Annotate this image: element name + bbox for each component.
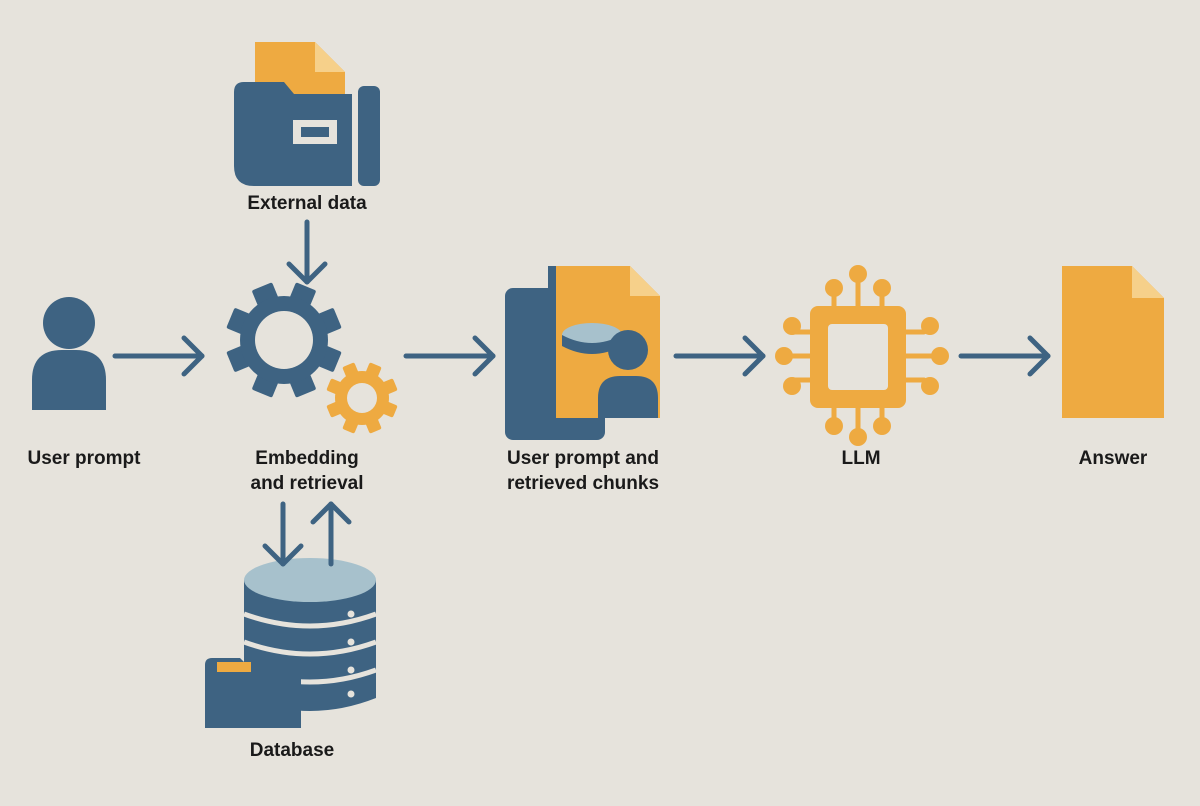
augmented-prompt-label-line1: User prompt and xyxy=(506,448,660,469)
embedding-label-line1: Embedding xyxy=(255,448,359,469)
folder-icon xyxy=(234,42,380,186)
document-user-icon xyxy=(505,266,660,440)
database-icon xyxy=(205,558,377,728)
arrow-external-to-embedding xyxy=(286,219,328,285)
document-icon xyxy=(1062,266,1164,418)
gears-icon xyxy=(226,282,398,434)
llm-label: LLM xyxy=(841,448,881,469)
answer-label: Answer xyxy=(1078,448,1148,469)
user-icon xyxy=(32,297,106,410)
chip-body xyxy=(775,265,949,446)
embedding-label: Embedding and retrieval xyxy=(251,446,364,496)
arrow-database-to-embedding xyxy=(310,501,352,567)
embedding-label-line2: and retrieval xyxy=(250,473,364,494)
augmented-prompt-label: User prompt and retrieved chunks xyxy=(507,446,659,496)
arrow-user-to-embedding xyxy=(112,335,205,377)
augmented-prompt-label-line2: retrieved chunks xyxy=(506,473,660,494)
arrow-prompt-to-llm xyxy=(673,335,766,377)
external-data-label: External data xyxy=(247,193,367,214)
user-prompt-label: User prompt xyxy=(27,448,141,469)
arrow-embedding-to-prompt xyxy=(403,335,496,377)
arrow-llm-to-answer xyxy=(958,335,1051,377)
arrow-embedding-to-database xyxy=(262,501,304,567)
database-label: Database xyxy=(249,740,335,761)
